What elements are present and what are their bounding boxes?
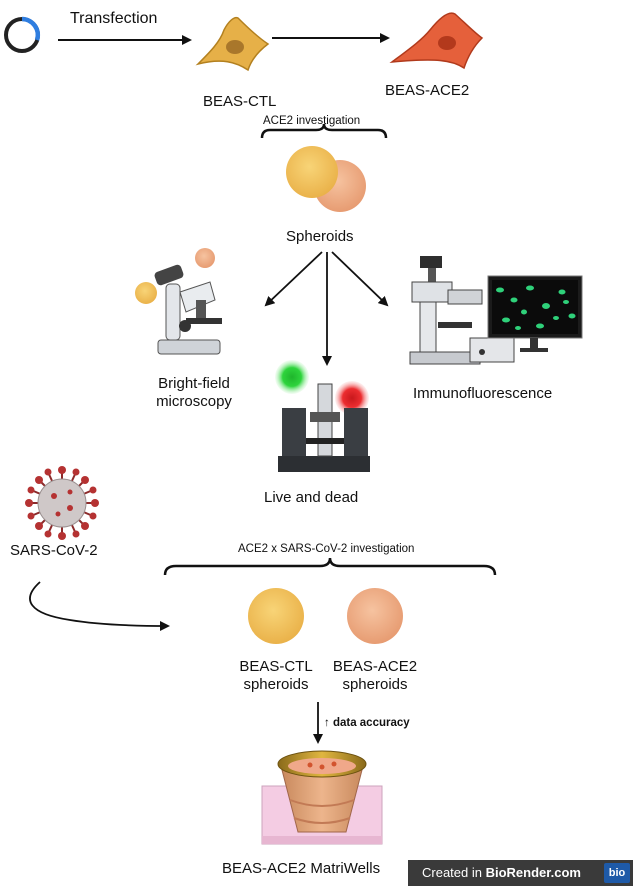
matriwells-label: BEAS-ACE2 MatriWells	[222, 860, 381, 877]
transfection-label: Transfection	[70, 10, 158, 27]
beas-ace2-cell-icon	[389, 12, 484, 70]
biorender-badge-text: Created in BioRender.com	[422, 860, 581, 886]
bright-field-label: Bright-field microscopy	[138, 375, 250, 411]
ace2-x-sars-brace	[163, 557, 497, 576]
bright-field-line1: Bright-field	[158, 375, 230, 392]
beas-ctl-spheroids-line2: spheroids	[243, 676, 309, 693]
beas-ace2-spheroids-line2: spheroids	[342, 676, 408, 693]
matriwell-insert-icon	[261, 750, 383, 845]
biorender-logo-icon: bio	[604, 863, 630, 883]
beas-ace2-label: BEAS-ACE2	[385, 82, 470, 99]
immunofluorescence-label: Immunofluorescence	[413, 385, 553, 402]
ace2-spheroid-icon	[347, 588, 403, 644]
beas-ctl-cell-icon	[195, 16, 270, 72]
arrow-to-immunofluorescence	[331, 251, 389, 307]
ace2-investigation-label: ACE2 investigation	[263, 115, 361, 127]
spheroids-label: Spheroids	[286, 228, 354, 245]
ctl-spheroid-icon	[248, 588, 304, 644]
confocal-microscope-icon	[275, 360, 370, 472]
ace2-investigation-brace	[260, 123, 388, 139]
fluorescence-microscope-icon	[409, 256, 515, 365]
monitor-icon	[487, 275, 583, 352]
badge-prefix: Created in	[422, 865, 486, 880]
data-accuracy-label: ↑ data accuracy	[324, 717, 410, 729]
arrow-to-bright-field	[264, 251, 323, 307]
live-and-dead-label: Live and dead	[264, 489, 359, 506]
biorender-badge[interactable]: Created in BioRender.com bio	[408, 860, 633, 886]
microscope-icon	[135, 248, 222, 355]
beas-ctl-label: BEAS-CTL	[203, 93, 277, 110]
beas-ctl-spheroids-label: BEAS-CTL spheroids	[226, 658, 326, 694]
sars-cov-2-label: SARS-CoV-2	[10, 542, 98, 559]
beas-ctl-spheroids-line1: BEAS-CTL	[239, 658, 313, 675]
bright-field-line2: microscopy	[156, 393, 232, 410]
ace2-x-sars-label: ACE2 x SARS-CoV-2 investigation	[238, 543, 415, 555]
beas-ace2-spheroids-label: BEAS-ACE2 spheroids	[325, 658, 425, 694]
plasmid-icon	[4, 16, 41, 53]
badge-brand: BioRender.com	[485, 865, 581, 880]
virus-icon	[25, 466, 99, 540]
virus-infection-arrow	[29, 581, 170, 631]
beas-ace2-spheroids-line1: BEAS-ACE2	[332, 658, 418, 675]
spheroid-ctl-icon	[286, 146, 338, 198]
